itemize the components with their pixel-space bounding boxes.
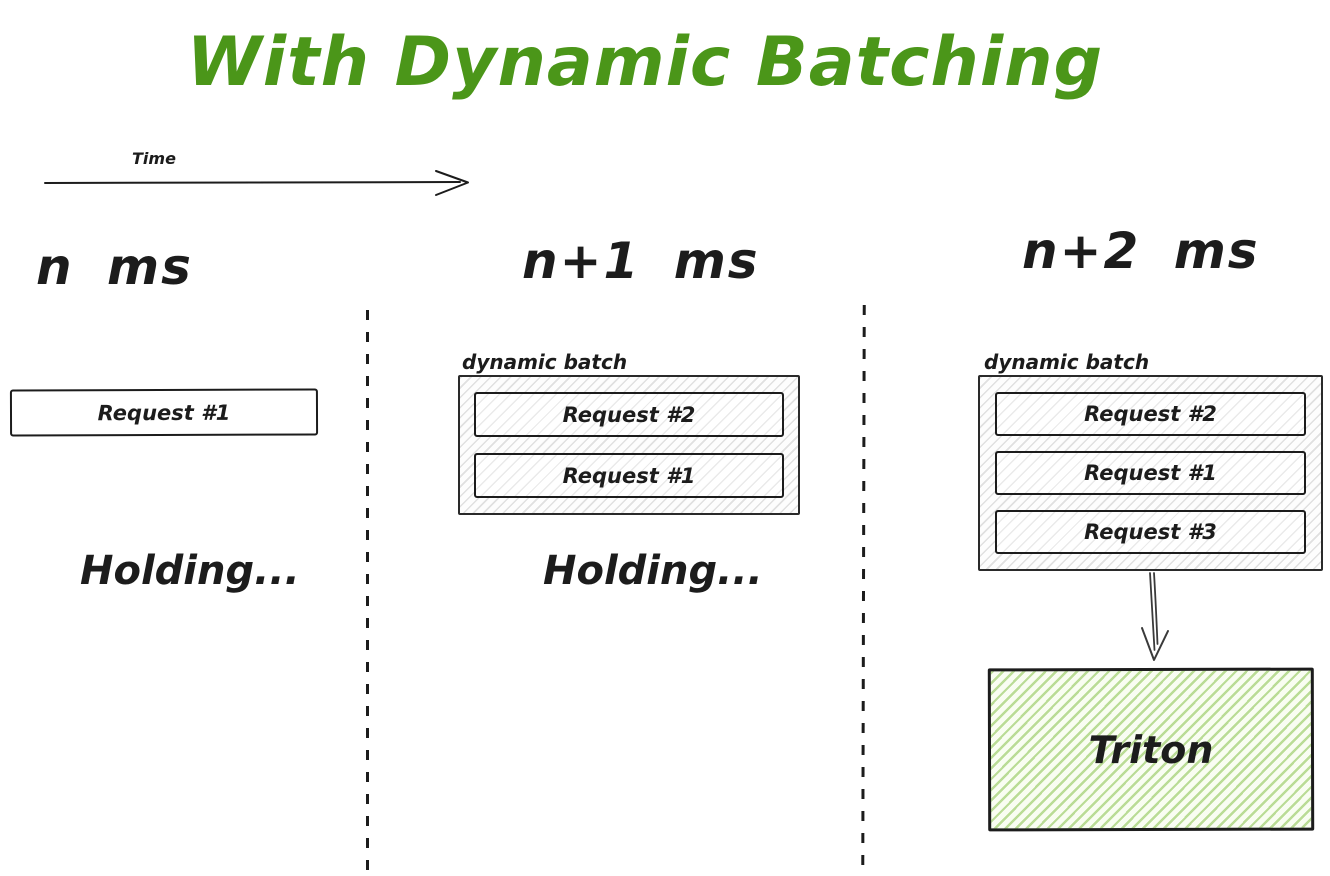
holding-status: Holding... xyxy=(543,548,763,594)
dynamic-batch-label: dynamic batch xyxy=(462,350,628,377)
column-divider xyxy=(366,310,369,876)
holding-status: Holding... xyxy=(80,548,300,594)
triton-server-box: Triton xyxy=(987,667,1315,832)
request-box: Request #3 xyxy=(995,510,1306,554)
request-box: Request #1 xyxy=(9,388,319,437)
time-axis-label: Time xyxy=(132,149,176,168)
column-divider xyxy=(861,304,866,876)
request-box: Request #1 xyxy=(474,453,784,498)
column-header-n-ms: n ms xyxy=(36,238,193,296)
request-box: Request #1 xyxy=(995,451,1306,495)
column-header-n1-ms: n+1 ms xyxy=(522,232,760,290)
column-header-n2-ms: n+2 ms xyxy=(1022,222,1260,280)
request-box: Request #2 xyxy=(995,392,1306,436)
dynamic-batch-label: dynamic batch xyxy=(984,350,1150,377)
dynamic-batch-container: Request #2 Request #1 Request #3 xyxy=(978,375,1323,571)
down-arrow-icon xyxy=(1141,572,1169,661)
dynamic-batch-container: Request #2 Request #1 xyxy=(458,375,800,515)
diagram-title: With Dynamic Batching xyxy=(186,23,1104,102)
request-box: Request #2 xyxy=(474,392,784,437)
time-arrow-icon xyxy=(44,170,469,196)
time-axis: Time xyxy=(40,145,480,205)
